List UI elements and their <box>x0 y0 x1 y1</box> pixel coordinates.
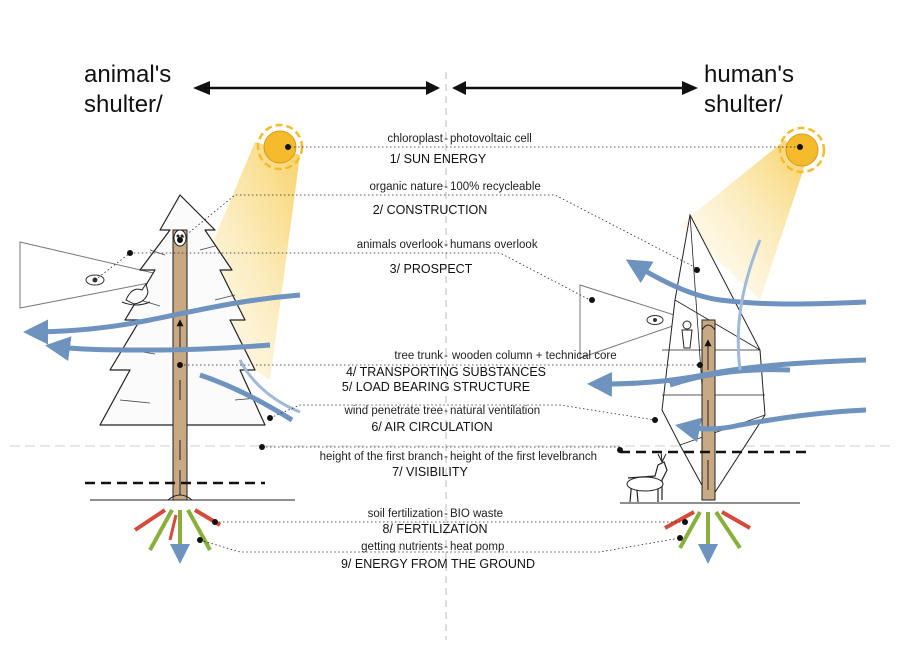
row-2: organic nature - 100% recycleable 2/ CON… <box>369 181 540 217</box>
left-wind-flows <box>23 292 301 423</box>
row-1-animal: chloroplast <box>387 133 443 145</box>
row-3-human: humans overlook <box>450 239 538 251</box>
sun-icon <box>778 126 826 174</box>
connector-dots <box>127 144 803 543</box>
person-icon <box>681 320 693 349</box>
row-1: chloroplast - photovoltaic cell 1/ SUN E… <box>387 133 531 166</box>
row-6-animal: wind penetrate tree <box>344 405 443 417</box>
bird-icon <box>121 282 151 306</box>
human-shelter-heading: human's shulter/ <box>704 60 794 120</box>
row-8-separator: - <box>444 508 448 520</box>
human-heading-line1: human's <box>704 61 794 88</box>
row-6-title: 6/ AIR CIRCULATION <box>371 420 492 434</box>
row-9-animal: getting nutrients <box>361 541 443 553</box>
human-roots <box>664 510 751 564</box>
row-6-separator: - <box>444 405 448 417</box>
deer-icon <box>626 451 668 503</box>
row-3-animal: animals overlook <box>357 239 444 251</box>
eye-icon <box>646 315 664 325</box>
row-2-human: 100% recycleable <box>450 181 541 193</box>
row-8-animal: soil fertilization <box>368 508 443 520</box>
row-9-title: 9/ ENERGY FROM THE GROUND <box>341 557 535 571</box>
tree-icon <box>99 194 266 501</box>
row-4-animal: tree trunk <box>394 350 443 362</box>
animal-roots <box>133 508 222 564</box>
row-2-animal: organic nature <box>369 181 443 193</box>
row-7-separator: - <box>444 451 448 463</box>
row-7-human: height of the first levelbranch <box>450 451 597 463</box>
row-1-human: photovoltaic cell <box>450 133 532 145</box>
row-8: soil fertilization - BIO waste 8/ FERTIL… <box>368 508 503 536</box>
row-3-title: 3/ PROSPECT <box>390 262 473 276</box>
row-1-separator: - <box>444 133 448 145</box>
row-4: tree trunk - wooden column + technical c… <box>342 350 617 394</box>
connector-lines <box>94 146 800 553</box>
animal-shelter-heading: animal's shulter/ <box>84 60 171 120</box>
comparison-arrow <box>193 81 698 95</box>
row-4-title: 4/ TRANSPORTING SUBSTANCES <box>346 365 546 379</box>
row-2-title: 2/ CONSTRUCTION <box>373 203 488 217</box>
row-9: getting nutrients - heat pomp 9/ ENERGY … <box>341 541 535 571</box>
row-3-separator: - <box>444 239 448 251</box>
row-7-title: 7/ VISIBILITY <box>392 465 468 479</box>
row-4-separator: - <box>444 350 448 362</box>
animal-heading-line2: shulter/ <box>84 91 163 118</box>
row-5-title: 5/ LOAD BEARING STRUCTURE <box>342 380 530 394</box>
right-wind-flows <box>587 239 867 443</box>
human-view-cone <box>579 284 692 359</box>
row-3: animals overlook - humans overlook 3/ PR… <box>357 239 538 276</box>
animal-heading-line1: animal's <box>84 61 172 88</box>
row-6: wind penetrate tree - natural ventilatio… <box>344 405 541 434</box>
human-heading-line2: shulter/ <box>704 91 783 118</box>
row-9-human: heat pomp <box>450 541 504 553</box>
row-2-separator: - <box>444 181 448 193</box>
row-8-human: BIO waste <box>450 508 503 520</box>
row-7-animal: height of the first branch <box>320 451 443 463</box>
right-sun-rays <box>680 140 805 300</box>
row-4-human: wooden column + technical core <box>451 350 617 362</box>
row-1-title: 1/ SUN ENERGY <box>390 152 487 166</box>
row-8-title: 8/ FERTILIZATION <box>382 522 487 536</box>
row-7: height of the first branch - height of t… <box>320 451 597 479</box>
sun-icon <box>256 123 304 171</box>
row-9-separator: - <box>444 541 448 553</box>
row-6-human: natural ventilation <box>450 405 540 417</box>
